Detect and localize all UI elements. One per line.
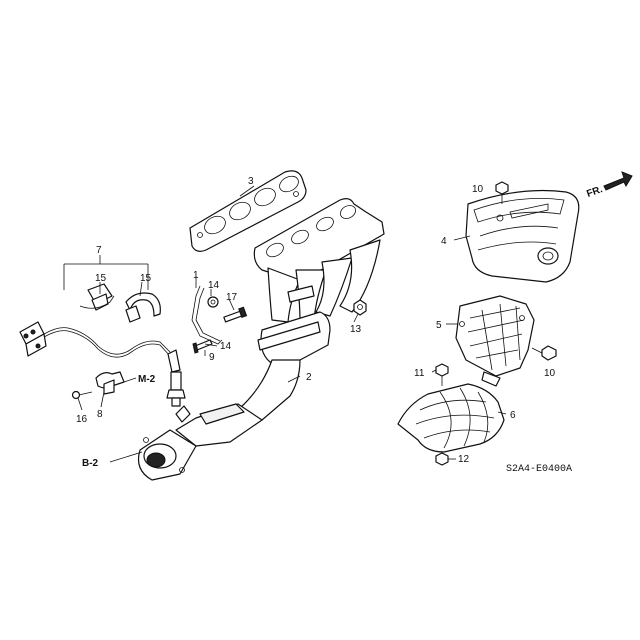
callout-labels: 3 2 1 14 17 14 9 13 7 15 15 8 16 10 4 5 … — [76, 176, 556, 465]
leader-lines — [63, 185, 507, 463]
upper-heat-shield — [465, 189, 580, 283]
callout-9: 9 — [209, 352, 215, 363]
exhaust-manifold — [137, 198, 385, 481]
front-arrow-label: FR. — [585, 184, 604, 200]
callout-3: 3 — [248, 176, 254, 187]
callout-2: 2 — [306, 372, 312, 383]
ref-b2: B-2 — [82, 458, 99, 469]
callout-12: 12 — [458, 454, 470, 465]
callout-15-right: 15 — [140, 273, 152, 284]
ref-m2: M-2 — [138, 374, 156, 385]
callout-16: 16 — [76, 414, 88, 425]
callout-15-left: 15 — [95, 273, 107, 284]
front-direction-arrow — [603, 171, 633, 191]
diagram-code: S2A4-E0400A — [506, 464, 572, 475]
callout-14-lower: 14 — [220, 341, 232, 352]
callout-8: 8 — [97, 409, 103, 420]
section-references: M-2 B-2 — [82, 374, 156, 469]
callout-10-upper: 10 — [472, 184, 484, 195]
callout-14-upper: 14 — [208, 280, 220, 291]
manifold-gasket — [189, 170, 307, 252]
callout-11: 11 — [414, 368, 425, 379]
bracket-assembly — [191, 285, 248, 354]
callout-6: 6 — [510, 410, 516, 421]
nut-12 — [435, 452, 449, 466]
callout-17: 17 — [226, 292, 238, 303]
callout-1: 1 — [193, 270, 199, 281]
middle-heat-shield — [455, 295, 535, 387]
bolt-10-upper — [495, 181, 509, 204]
callout-7: 7 — [96, 245, 102, 256]
bolt-10-lower — [531, 345, 557, 361]
callout-5: 5 — [436, 320, 442, 331]
sensor-clamp — [71, 371, 125, 400]
callout-10-lower: 10 — [544, 368, 556, 379]
callout-13: 13 — [350, 324, 362, 335]
bolt-11 — [435, 363, 449, 386]
callout-4: 4 — [441, 236, 447, 247]
lower-heat-shield — [397, 383, 505, 453]
nut-13 — [353, 299, 367, 316]
